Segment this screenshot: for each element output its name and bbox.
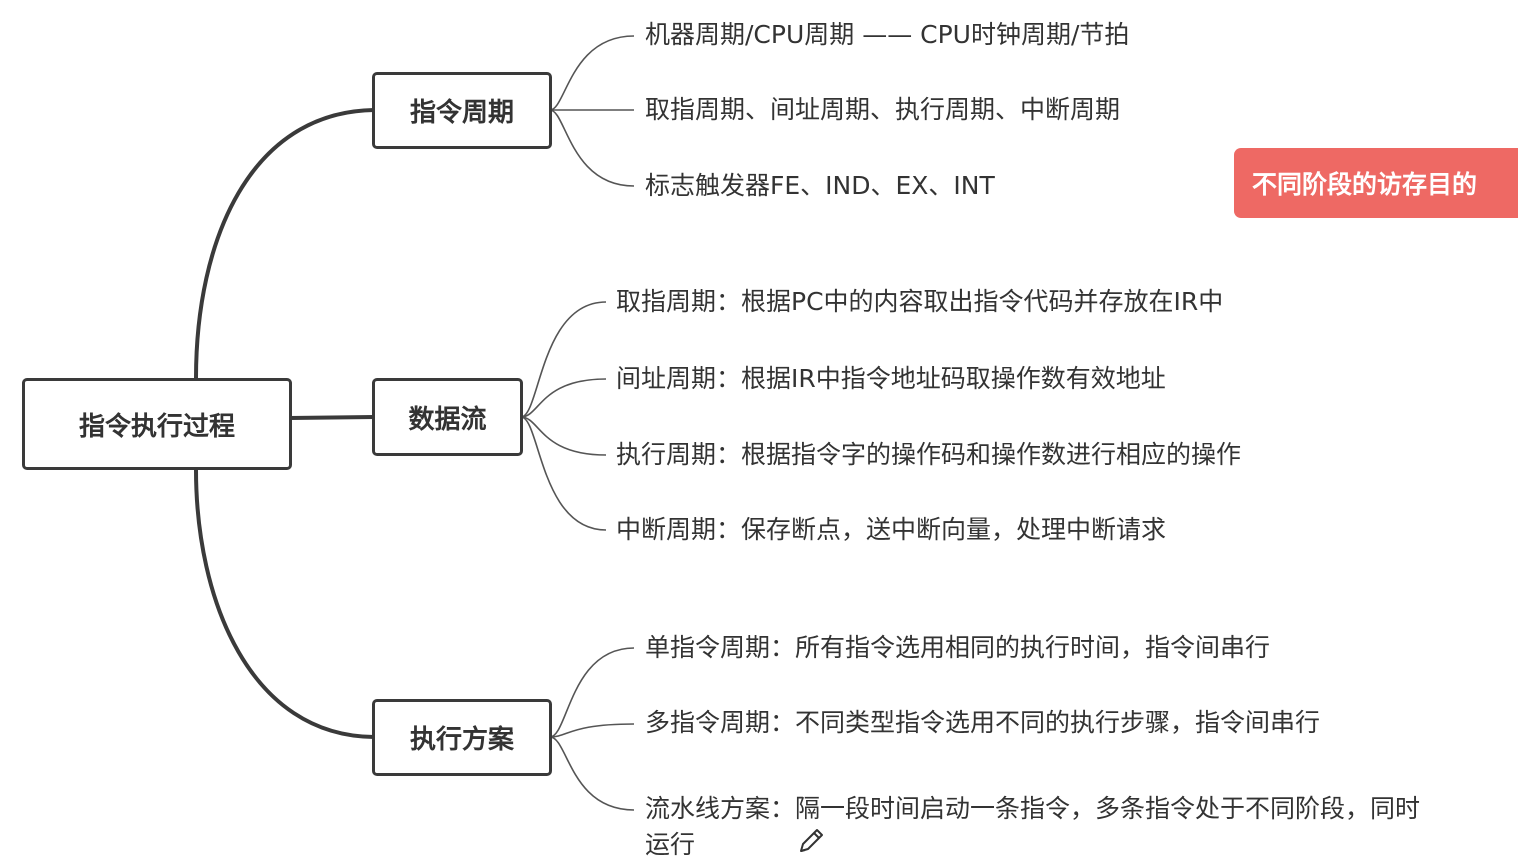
- branch-node-data-flow[interactable]: 数据流: [372, 378, 523, 456]
- pencil-icon: [800, 829, 823, 852]
- leaf-pipeline[interactable]: 流水线方案：隔一段时间启动一条指令，多条指令处于不同阶段，同时运行: [645, 794, 1421, 859]
- leaf-machine-cycle[interactable]: 机器周期/CPU周期 —— CPU时钟周期/节拍: [645, 20, 1130, 49]
- connector-root-to-branch-3: [194, 469, 375, 739]
- memory-access-purpose-tag[interactable]: 不同阶段的访存目的: [1234, 148, 1518, 218]
- leaf-indirect-cycle[interactable]: 间址周期：根据IR中指令地址码取操作数有效地址: [616, 364, 1166, 393]
- connector-branch-2-leaf-1: [520, 301, 607, 418]
- leaf-execute-cycle[interactable]: 执行周期：根据指令字的操作码和操作数进行相应的操作: [616, 440, 1242, 469]
- leaf-flag-flipflops[interactable]: 标志触发器FE、IND、EX、INT: [645, 171, 995, 200]
- connector-root-to-branch-2: [289, 415, 375, 420]
- connector-branch-2-leaf-3: [520, 416, 607, 456]
- connector-branch-2-leaf-4: [520, 416, 607, 531]
- leaf-cycle-types[interactable]: 取指周期、间址周期、执行周期、中断周期: [645, 95, 1121, 124]
- connector-branch-3-leaf-2: [549, 723, 635, 738]
- connector-branch-2-leaf-2: [520, 378, 607, 418]
- connector-branch-3-leaf-3: [549, 736, 635, 811]
- connector-branch-1-leaf-3: [549, 109, 635, 187]
- leaf-single-cycle[interactable]: 单指令周期：所有指令选用相同的执行时间，指令间串行: [645, 633, 1271, 662]
- leaf-interrupt-cycle[interactable]: 中断周期：保存断点，送中断向量，处理中断请求: [616, 515, 1167, 544]
- leaf-multi-cycle[interactable]: 多指令周期：不同类型指令选用不同的执行步骤，指令间串行: [645, 708, 1321, 737]
- branch-node-instruction-cycle[interactable]: 指令周期: [372, 72, 552, 149]
- connector-branch-3-leaf-1: [549, 647, 635, 738]
- leaf-fetch-cycle[interactable]: 取指周期：根据PC中的内容取出指令代码并存放在IR中: [616, 287, 1224, 316]
- connector-branch-1-leaf-1: [549, 35, 635, 111]
- root-node[interactable]: 指令执行过程: [22, 378, 292, 470]
- connector-root-to-branch-1: [194, 108, 375, 379]
- branch-node-execution-scheme[interactable]: 执行方案: [372, 699, 552, 776]
